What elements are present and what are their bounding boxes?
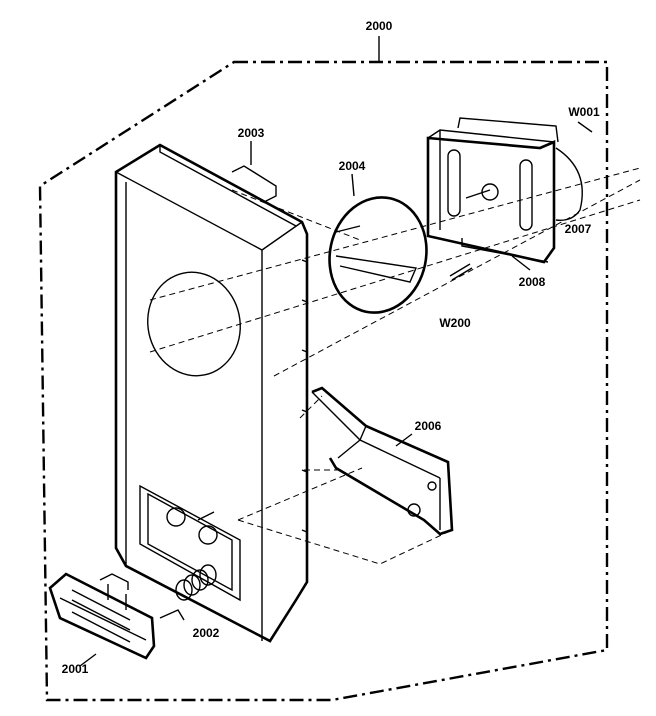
label-screw-top: W001 bbox=[568, 105, 600, 119]
knob-leader bbox=[351, 173, 355, 197]
label-screw: W200 bbox=[439, 316, 471, 330]
knob bbox=[328, 196, 428, 314]
label-button: 2001 bbox=[62, 662, 89, 676]
latch-leader bbox=[395, 433, 413, 447]
label-latch: 2006 bbox=[415, 419, 442, 433]
label-panel: 2003 bbox=[238, 126, 265, 140]
latch bbox=[311, 386, 454, 536]
label-assembly: 2000 bbox=[366, 19, 393, 33]
button-leader bbox=[79, 653, 97, 667]
label-bracket: 2007 bbox=[565, 222, 592, 236]
control-panel bbox=[114, 143, 309, 643]
label-knob: 2004 bbox=[339, 159, 366, 173]
assembly-lines bbox=[149, 167, 641, 565]
spring bbox=[175, 564, 217, 601]
label-spring: 2002 bbox=[193, 626, 220, 640]
door-button bbox=[48, 572, 185, 660]
label-timer: 2008 bbox=[519, 275, 546, 289]
screw-top-leader bbox=[577, 121, 593, 133]
assembly-boundary bbox=[38, 60, 609, 702]
timer-leader bbox=[511, 255, 531, 271]
timer-assembly bbox=[426, 117, 583, 264]
screw bbox=[449, 263, 473, 281]
